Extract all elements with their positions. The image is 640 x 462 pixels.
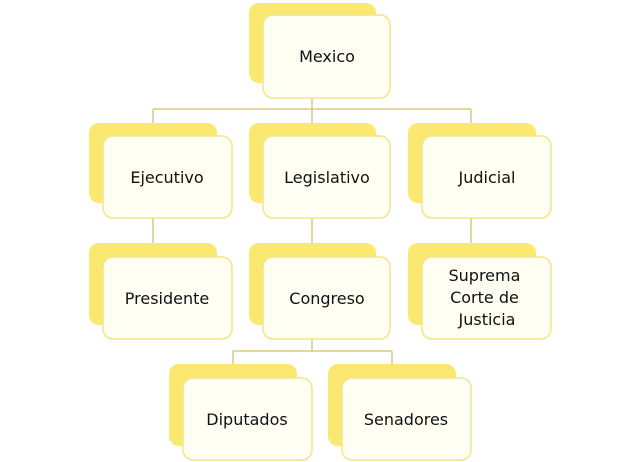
- node-diputados-box: [182, 377, 313, 461]
- node-judicial-label: Judicial: [458, 168, 516, 187]
- node-legislativo: Legislativo: [249, 123, 391, 219]
- node-ejecutivo: Ejecutivo: [89, 123, 233, 219]
- node-judicial: Judicial: [408, 123, 552, 219]
- node-mexico-box: [262, 14, 391, 99]
- node-suprema-corte-line-3: Justicia: [458, 310, 516, 329]
- node-suprema-corte-line-2: Corte de: [450, 288, 519, 307]
- node-ejecutivo-box: [102, 135, 233, 219]
- connectors: [152, 98, 472, 364]
- node-legislativo-label: Legislativo: [284, 168, 370, 187]
- node-mexico: Mexico: [249, 3, 391, 99]
- node-congreso: Congreso: [249, 243, 391, 340]
- node-suprema-corte: Suprema Corte de Justicia: [408, 243, 552, 340]
- node-presidente-label: Presidente: [125, 289, 209, 308]
- node-suprema-corte-label: Suprema Corte de Justicia: [448, 266, 525, 329]
- node-congreso-box: [262, 256, 391, 340]
- node-diputados: Diputados: [169, 364, 313, 461]
- node-legislativo-box: [262, 135, 391, 219]
- node-senadores-box: [341, 377, 472, 461]
- node-presidente-box: [102, 256, 233, 340]
- node-congreso-label: Congreso: [289, 289, 364, 308]
- node-mexico-label: Mexico: [299, 47, 355, 66]
- node-diputados-label: Diputados: [206, 410, 287, 429]
- node-suprema-corte-line-1: Suprema: [448, 266, 520, 285]
- node-suprema-corte-box: [421, 256, 552, 340]
- node-presidente: Presidente: [89, 243, 233, 340]
- node-ejecutivo-label: Ejecutivo: [130, 168, 203, 187]
- node-senadores: Senadores: [328, 364, 472, 461]
- node-senadores-label: Senadores: [364, 410, 448, 429]
- node-judicial-box: [421, 135, 552, 219]
